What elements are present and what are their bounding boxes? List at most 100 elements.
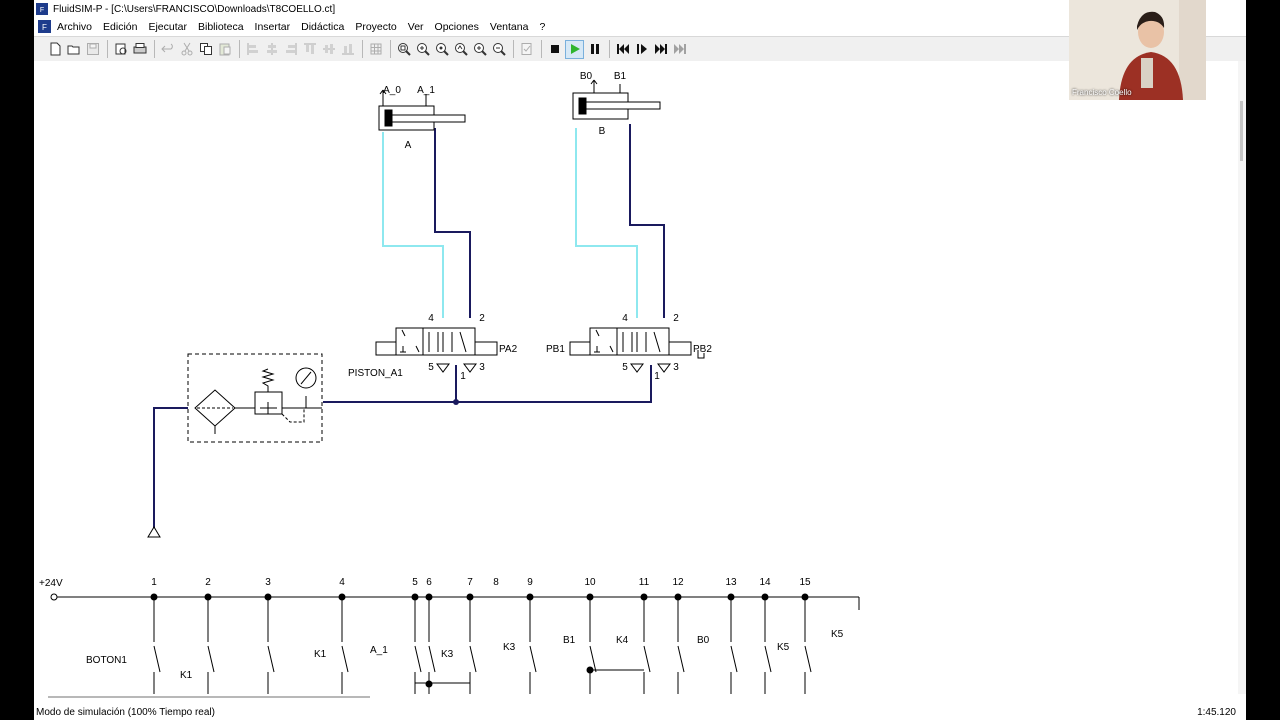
pressure-source-icon [147,526,161,538]
contact-symbol[interactable] [341,645,349,673]
supply-24v-label: +24V [39,578,63,589]
zoom-out-icon[interactable] [490,41,507,58]
toolbar-separator [107,40,108,58]
contact-k5a-label: K5 [777,642,790,653]
contact-symbol[interactable] [804,645,812,673]
open-folder-icon[interactable] [65,41,82,58]
contact-symbol[interactable] [589,645,597,673]
rung-number-15: 15 [799,577,811,588]
valve-a[interactable]: 4 2 5 3 1 PA2 PISTON_A1 [348,313,518,382]
cylinder-a[interactable]: A_0 A_1 A [378,85,466,151]
paste-icon[interactable] [216,41,233,58]
rung-number-8: 8 [493,577,499,588]
save-icon[interactable] [84,41,101,58]
svg-text:F: F [40,7,44,14]
hand-cursor-icon [697,350,705,359]
menu-bar: F Archivo Edición Ejecutar Biblioteca In… [34,18,1246,35]
circuit-canvas[interactable]: A_0 A_1 A B0 B1 B [34,61,1238,694]
menu-archivo[interactable]: Archivo [57,20,93,33]
menu-edicion[interactable]: Edición [103,20,138,33]
play-icon[interactable] [565,39,584,59]
menu-ejecutar[interactable]: Ejecutar [148,20,187,33]
new-file-icon[interactable] [46,41,63,58]
align-top-icon[interactable] [301,41,318,58]
supply-line [323,365,652,403]
pneumatic-lines [153,124,665,528]
valve-a-solenoid-pa2: PA2 [499,344,518,355]
align-middle-icon[interactable] [320,41,337,58]
rung-number-4: 4 [339,577,345,588]
menu-didactica[interactable]: Didáctica [301,20,345,33]
step-mode-icon[interactable] [633,41,650,58]
to-state-icon[interactable] [652,41,669,58]
contact-symbol[interactable] [730,645,738,673]
print-icon[interactable] [131,41,148,58]
cylinder-b-sensor-b0: B0 [580,71,593,82]
window-title: FluidSIM-P - [C:\Users\FRANCISCO\Downloa… [53,3,336,15]
line-a-pressure [434,128,471,318]
menu-insertar[interactable]: Insertar [254,20,291,33]
reset-icon[interactable] [614,41,631,58]
menu-biblioteca[interactable]: Biblioteca [198,20,244,33]
document-icon[interactable]: F [38,20,51,33]
horizontal-scrollbar[interactable] [34,694,1238,702]
contact-symbol[interactable] [428,645,436,673]
toolbar-separator [513,40,514,58]
check-drawing-icon[interactable] [518,41,535,58]
zoom-last-icon[interactable] [452,41,469,58]
source-line [153,407,188,528]
undo-icon[interactable] [159,41,176,58]
toolbar [34,36,1246,62]
rung-number-12: 12 [672,577,684,588]
contact-symbol[interactable] [207,645,215,673]
contact-b1-label: B1 [563,635,576,646]
contact-a1-label: A_1 [370,645,388,656]
print-preview-icon[interactable] [112,41,129,58]
cut-icon[interactable] [178,41,195,58]
menu-opciones[interactable]: Opciones [434,20,479,33]
rung-lines [150,593,812,694]
contact-symbol[interactable] [643,645,651,673]
align-center-icon[interactable] [263,41,280,58]
rung-number-5: 5 [412,577,418,588]
valve-b-solenoid-pb1: PB1 [546,344,565,355]
contact-symbol[interactable] [529,645,537,673]
contact-symbol[interactable] [677,645,685,673]
fluidsim-logo-icon: F [36,3,48,15]
cylinder-b-sensor-b1: B1 [614,71,627,82]
zoom-page-icon[interactable] [433,41,450,58]
zoom-fit-icon[interactable] [395,41,412,58]
zoom-window-icon[interactable] [414,41,431,58]
stop-icon[interactable] [546,41,563,58]
line-b-exhaust [575,128,638,318]
valve-b-port-5: 5 [622,362,628,373]
align-bottom-icon[interactable] [339,41,356,58]
pause-icon[interactable] [586,41,603,58]
copy-icon[interactable] [197,41,214,58]
grid-icon[interactable] [367,41,384,58]
line-a-exhaust [382,132,444,318]
menu-ver[interactable]: Ver [407,20,424,33]
svg-text:F: F [42,23,47,32]
rung-number-2: 2 [205,577,211,588]
contact-symbol[interactable] [764,645,772,673]
cylinder-b[interactable]: B0 B1 B [572,71,661,137]
contact-boton1-label: BOTON1 [86,655,127,666]
contact-symbol[interactable] [414,645,422,673]
zoom-in-icon[interactable] [471,41,488,58]
contact-symbol[interactable] [267,645,275,673]
valve-b[interactable]: 4 2 5 3 1 PB1 PB2 [546,313,712,382]
menu-help[interactable]: ? [539,20,546,33]
skip-end-icon[interactable] [671,41,688,58]
vertical-scrollbar[interactable] [1238,61,1246,694]
menu-proyecto[interactable]: Proyecto [355,20,397,33]
service-unit[interactable] [187,353,323,443]
align-left-icon[interactable] [244,41,261,58]
toolbar-separator [609,40,610,58]
align-right-icon[interactable] [282,41,299,58]
contact-symbol[interactable] [469,645,477,673]
contact-symbol[interactable] [153,645,161,673]
menu-ventana[interactable]: Ventana [489,20,529,33]
rung-number-6: 6 [426,577,432,588]
